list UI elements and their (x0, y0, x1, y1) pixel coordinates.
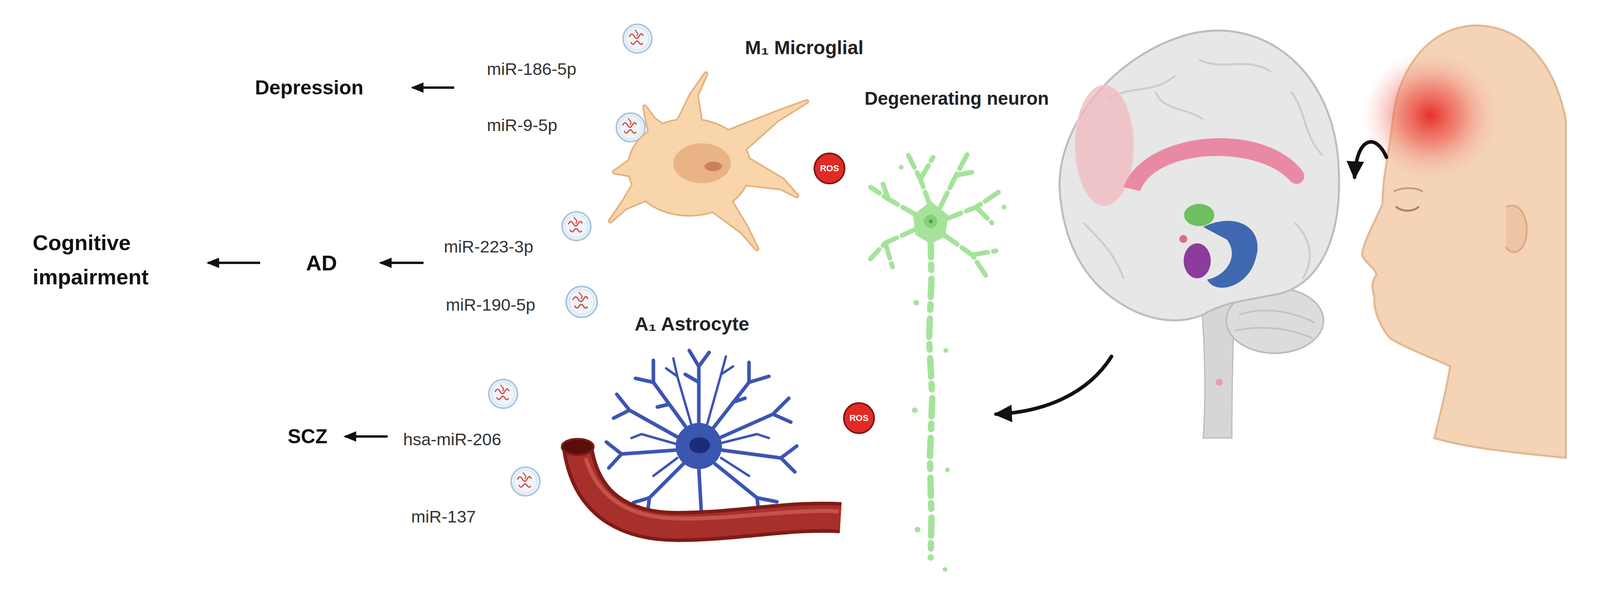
curved-arrow (1354, 141, 1387, 178)
brain-illustration (1059, 30, 1340, 439)
neuron-nucleus (923, 214, 938, 229)
curved-arrow (996, 356, 1112, 415)
astrocyte-process (666, 356, 734, 425)
disease-label: Depression (254, 75, 364, 100)
exosome-icon (562, 211, 591, 241)
astrocyte-cell (606, 350, 797, 514)
ros-text: ROS (819, 163, 840, 174)
exosome-icon (623, 24, 652, 53)
vessel-body (577, 448, 841, 527)
amygdala (1183, 243, 1211, 279)
microglia-body (610, 73, 807, 250)
brain-spot (1179, 235, 1188, 244)
astrocyte-process (613, 394, 680, 439)
arrow (380, 261, 424, 265)
exosome-icon (511, 467, 540, 497)
brainstem-spot (1215, 378, 1223, 387)
eyebrow (1394, 188, 1423, 192)
closed-eye (1396, 207, 1419, 211)
head-illustration (1362, 25, 1566, 459)
arrows (207, 87, 455, 437)
astrocyte-process (635, 360, 686, 427)
vessel-wall (577, 448, 841, 527)
hippocampus (1203, 220, 1258, 288)
astrocyte-soma (675, 423, 722, 470)
astrocyte-process (719, 398, 791, 439)
mirna-label: miR-186-5p (486, 58, 577, 80)
neuron-nucleolus (928, 219, 933, 224)
cell-label: Degenerating neuron (864, 87, 1050, 110)
microglia-nucleolus (704, 161, 722, 172)
astrocyte-process (698, 468, 702, 510)
exosomes (488, 24, 652, 497)
headache-glow (1362, 51, 1499, 180)
blood-vessel (561, 439, 841, 527)
debris (898, 164, 1007, 573)
dendrites (870, 151, 1000, 279)
arrow (207, 261, 261, 265)
microglia-cell (610, 73, 807, 250)
corpus-callosum (1123, 138, 1304, 192)
neuron (870, 151, 1007, 573)
ros-circle: ROS (843, 402, 875, 435)
mirna-label: miR-9-5p (486, 115, 558, 136)
exosome-icon (488, 379, 518, 409)
disease-label: AD (305, 250, 338, 277)
microglia-outline (610, 73, 807, 250)
mirna-label: miR-190-5p (445, 294, 536, 316)
neuron-soma (913, 201, 949, 244)
head-profile (1362, 25, 1566, 459)
arrow (412, 86, 455, 89)
ros-text: ROS (849, 413, 869, 424)
mirna-label: miR-137 (411, 506, 477, 528)
cell-label: M₁ Microglial (745, 36, 864, 60)
vessel-highlight (585, 458, 839, 519)
outcome-label: Cognitive impairment (32, 225, 177, 295)
cerebrum (1059, 30, 1340, 321)
mirna-label: hsa-miR-206 (403, 429, 502, 451)
cell-label: A₁ Astrocyte (634, 312, 750, 336)
ros-circle: ROS (813, 152, 846, 185)
arrow (345, 435, 388, 438)
microglia-nucleus (673, 143, 731, 184)
ear (1505, 205, 1528, 253)
astrocyte-process (606, 442, 678, 469)
disease-label: SCZ (287, 424, 328, 449)
cerebellum-folds (1235, 310, 1315, 339)
curved-arrows (996, 141, 1387, 415)
thalamus (1184, 203, 1215, 227)
astrocyte-process (685, 350, 710, 423)
astrocyte-nucleus (689, 437, 710, 454)
exosome-icon (566, 286, 598, 318)
astrocyte-process (721, 446, 797, 473)
axon (929, 239, 933, 558)
vessel-lumen (561, 439, 594, 455)
mirna-label: miR-223-3p (443, 236, 534, 258)
